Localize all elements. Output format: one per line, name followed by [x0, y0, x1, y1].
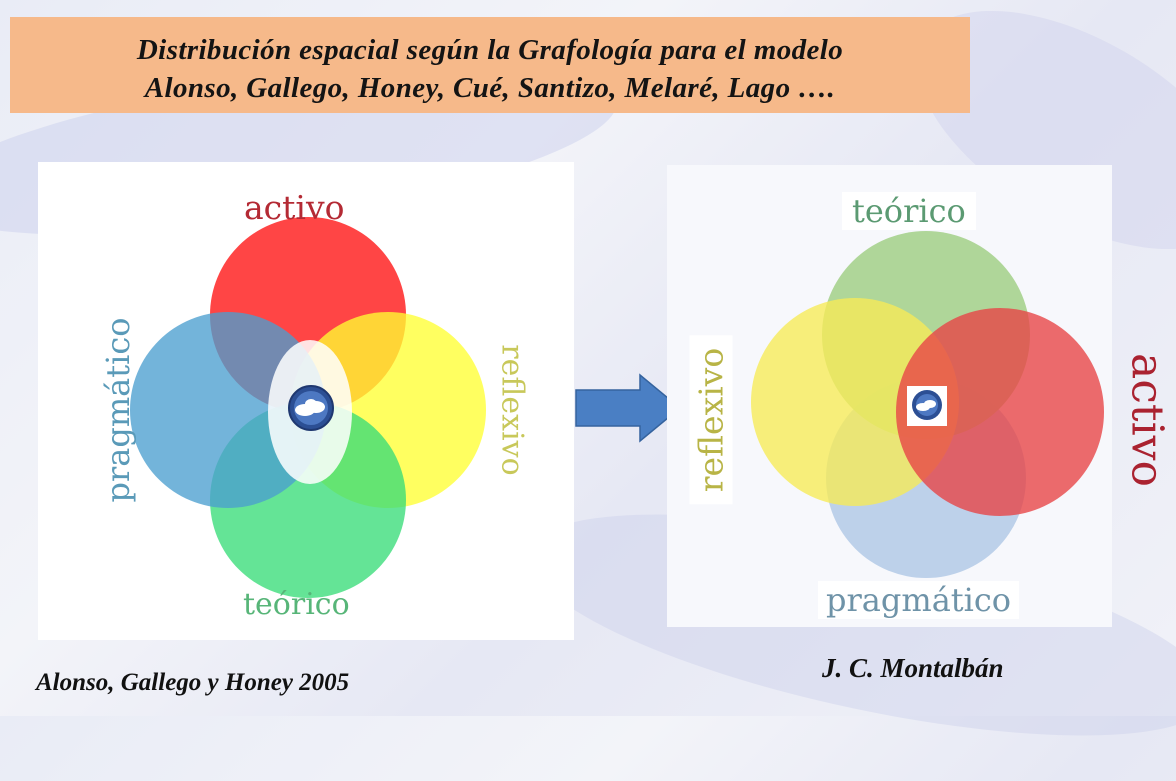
left-label-activo: activo [244, 188, 345, 227]
right-label-reflexivo: reflexivo [689, 335, 733, 505]
title-line-2: Alonso, Gallego, Honey, Cué, Santizo, Me… [144, 72, 836, 104]
title-line-1: Distribución espacial según la Grafologí… [136, 34, 844, 66]
left-label-teorico: teórico [243, 587, 350, 622]
left-circle-pragmatico [130, 312, 326, 508]
cloud-globe-icon [288, 385, 334, 431]
right-venn-diagram [751, 231, 1104, 578]
right-label-teorico: teórico [842, 192, 976, 230]
right-label-pragmatico: pragmático [818, 581, 1020, 619]
cloud-globe-icon [907, 386, 947, 426]
left-venn-diagram [130, 217, 486, 598]
right-credit: J. C. Montalbán [822, 653, 1004, 683]
left-credit: Alonso, Gallego y Honey 2005 [36, 669, 350, 696]
right-circle-activo [896, 308, 1104, 516]
transition-arrow [575, 373, 682, 443]
right-label-activo: activo [1121, 353, 1173, 487]
title-banner: Distribución espacial según la Grafologí… [10, 17, 970, 113]
